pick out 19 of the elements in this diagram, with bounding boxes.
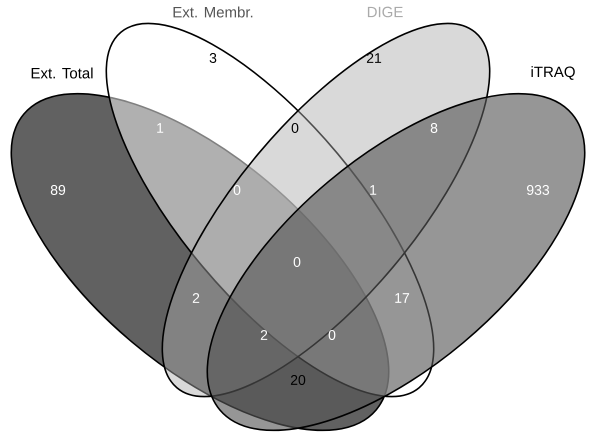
region-count: 8 [430,123,438,133]
region-count: 0 [328,330,336,340]
region-count: 2 [260,330,268,340]
region-count: 17 [395,293,410,303]
region-count: 20 [290,375,306,385]
region-count: 0 [234,185,240,195]
region-count: 2 [192,293,200,303]
region-count: 89 [50,185,66,195]
set-label: Ext. Total [32,67,93,78]
region-count: 0 [294,257,300,267]
set-label: DIGE [368,6,403,18]
region-count: 0 [292,123,298,133]
region-count: 933 [527,185,550,195]
region-count: 3 [210,53,216,63]
region-count: 21 [366,53,382,63]
set-label: iTRAQ [532,66,575,80]
region-count: 1 [157,123,164,133]
region-count: 1 [370,185,376,195]
set-label: Ext. Membr. [174,6,252,18]
